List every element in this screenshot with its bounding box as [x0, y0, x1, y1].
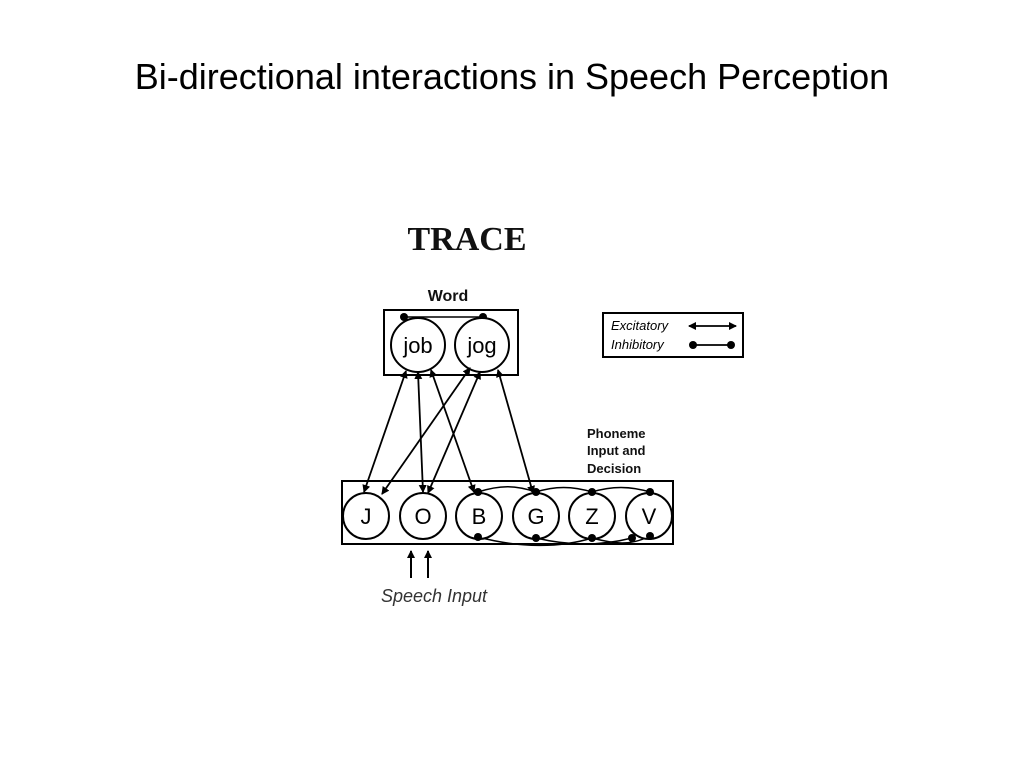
inhibitory-dot [474, 488, 482, 496]
word-layer-label: Word [428, 288, 469, 305]
word-node-label: jog [466, 333, 496, 358]
connection-jog-O [427, 371, 481, 494]
phoneme-inhibitory-link [477, 486, 537, 493]
connection-jog-J [381, 367, 471, 495]
diagram-heading: TRACE [407, 221, 526, 258]
legend-excitatory-label: Excitatory [611, 318, 670, 333]
connection-job-B [429, 369, 476, 493]
inhibitory-dot [646, 532, 654, 540]
word-link-dot [400, 313, 408, 321]
connection-jog-G [496, 369, 535, 494]
speech-input-label: Speech Input [381, 586, 488, 606]
legend-dot [727, 341, 735, 349]
phoneme-inhibitory-link [591, 486, 651, 493]
phoneme-node-label: V [642, 504, 657, 529]
phoneme-node-label: J [361, 504, 372, 529]
phoneme-inhibitory-link [477, 536, 593, 547]
phoneme-layer-box [341, 480, 674, 545]
inhibitory-dot [588, 534, 596, 542]
connection-job-O [414, 371, 427, 493]
slide-title: Bi-directional interactions in Speech Pe… [134, 56, 890, 97]
phoneme-node-O [399, 492, 447, 540]
phoneme-node-label: O [414, 504, 431, 529]
phoneme-inhibitory-link [535, 537, 633, 545]
legend-dot [689, 341, 697, 349]
phoneme-node-label: B [472, 504, 487, 529]
phoneme-node-label: G [527, 504, 544, 529]
inhibitory-dot [474, 533, 482, 541]
word-node-label: job [402, 333, 432, 358]
inhibitory-dot [532, 534, 540, 542]
inhibitory-dot [532, 488, 540, 496]
word-node-jog [454, 317, 510, 373]
phoneme-label-line-2: Input and [587, 443, 646, 458]
inhibitory-dot [628, 534, 636, 542]
phoneme-label-line-1: Phoneme [587, 426, 646, 441]
inhibitory-dot [646, 488, 654, 496]
phoneme-node-J [342, 492, 390, 540]
phoneme-node-label: Z [585, 504, 598, 529]
legend-inhibitory-label: Inhibitory [611, 337, 665, 352]
phoneme-inhibitory-link [535, 486, 593, 493]
inhibitory-dot [588, 488, 596, 496]
connection-job-J [362, 370, 408, 493]
phoneme-label-line-3: Decision [587, 461, 641, 476]
legend-box [602, 312, 744, 358]
